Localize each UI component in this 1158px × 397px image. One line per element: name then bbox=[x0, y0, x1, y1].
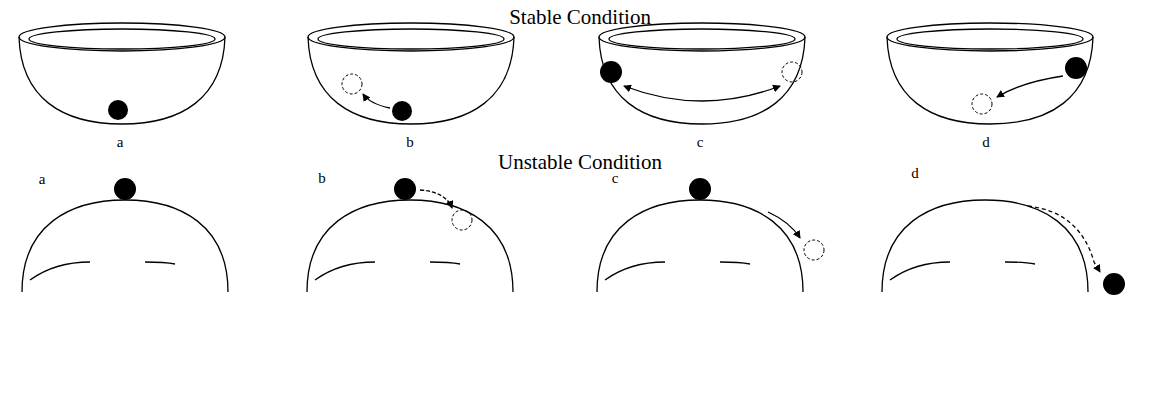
row-heading: Unstable Condition bbox=[498, 151, 662, 174]
bowl-rim-inner bbox=[609, 29, 795, 49]
bowl-body bbox=[19, 37, 225, 124]
bowl-body bbox=[599, 37, 805, 124]
dome-base bbox=[1005, 262, 1035, 264]
motion-arrow bbox=[624, 86, 780, 101]
dome bbox=[597, 200, 803, 292]
bowl-rim bbox=[887, 23, 1093, 51]
motion-arrow bbox=[768, 212, 800, 238]
panel-letter: a bbox=[39, 171, 46, 188]
dome-base bbox=[30, 262, 90, 280]
panel-letter: b bbox=[406, 134, 414, 151]
ball bbox=[689, 178, 711, 200]
motion-arrow bbox=[363, 94, 390, 108]
ball-ghost bbox=[804, 240, 824, 260]
panel-letter: b bbox=[318, 170, 326, 187]
dome-base bbox=[720, 262, 750, 264]
bowl-rim-inner bbox=[897, 29, 1083, 49]
stable-balls bbox=[108, 57, 1087, 121]
bowl-body bbox=[887, 37, 1093, 124]
dome-base bbox=[430, 262, 460, 264]
ball-ghost bbox=[342, 74, 362, 94]
panel-letter: c bbox=[612, 170, 619, 187]
ball bbox=[1065, 57, 1087, 79]
motion-arrow bbox=[997, 76, 1063, 97]
ball bbox=[392, 101, 412, 121]
ball-ghost bbox=[972, 94, 992, 114]
ball bbox=[114, 178, 136, 200]
bowl-rim bbox=[308, 23, 514, 51]
dome-base bbox=[315, 262, 375, 280]
row-heading: Stable Condition bbox=[509, 6, 651, 29]
ball bbox=[394, 178, 416, 200]
bowls bbox=[19, 23, 1093, 124]
motion-arrow bbox=[1028, 206, 1100, 272]
domes bbox=[22, 200, 1088, 292]
dome-base bbox=[605, 262, 665, 280]
bowl-rim-inner bbox=[29, 29, 215, 49]
dome-base bbox=[145, 262, 175, 264]
bowl-rim-inner bbox=[318, 29, 504, 49]
bowl-rim bbox=[19, 23, 225, 51]
motion-arrow bbox=[420, 190, 452, 208]
panel-letter: a bbox=[117, 134, 124, 151]
bowl-body bbox=[308, 37, 514, 124]
dome bbox=[307, 200, 513, 292]
dome bbox=[22, 200, 228, 292]
ball-ghost bbox=[782, 62, 802, 82]
panel-letter: d bbox=[911, 165, 919, 182]
ball-ghost bbox=[452, 210, 472, 230]
ball bbox=[600, 61, 622, 83]
panel-letter: d bbox=[982, 134, 990, 151]
ball bbox=[1103, 273, 1125, 295]
ball bbox=[108, 100, 128, 120]
unstable-balls bbox=[114, 178, 1125, 295]
dome-base bbox=[890, 262, 950, 280]
panel-letter: c bbox=[697, 134, 704, 151]
